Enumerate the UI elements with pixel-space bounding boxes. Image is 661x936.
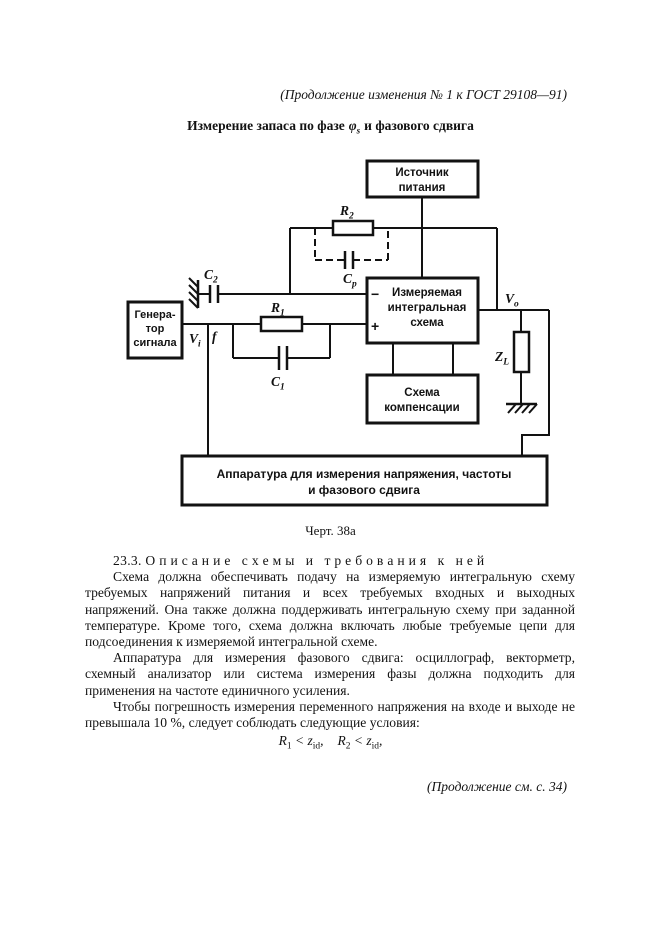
ic-box-label-2: интегральная [388, 302, 467, 314]
chassis-shield-icon [188, 277, 200, 309]
apparatus-box [180, 454, 549, 507]
plus-terminal: + [371, 318, 379, 334]
phi-symbol: φs [348, 118, 361, 136]
ic-box-label-3: схема [410, 317, 444, 329]
label-vo: Vo [505, 291, 519, 310]
power-box-label-2: питания [399, 182, 446, 194]
ic-box-label-1: Измеряемая [392, 287, 462, 299]
capacitor-c1-icon [277, 346, 289, 370]
comp-box-label-1: Схема [404, 387, 440, 399]
gen-box-label-2: тор [146, 323, 165, 335]
resistor-r1-icon [259, 315, 304, 333]
capacitor-cp-icon [343, 251, 355, 269]
power-box-label-1: Источник [395, 167, 449, 179]
page-header: (Продолжение изменения № 1 к ГОСТ 29108—… [280, 87, 567, 102]
load-zl-icon [512, 330, 531, 374]
label-vi: Vi [189, 331, 201, 350]
compensation-box [365, 373, 480, 425]
label-f: f [212, 329, 218, 344]
gen-box-label-3: сигнала [133, 337, 177, 349]
paragraph-2: Аппаратура для измерения фазового сдвига… [85, 650, 575, 698]
apparatus-box-label-1: Аппаратура для измерения напряжения, час… [217, 467, 512, 481]
label-r2: R2 [339, 203, 354, 222]
label-zl: ZL [494, 349, 509, 368]
paragraph-1: Схема должна обеспечивать подачу на изме… [85, 569, 575, 650]
page-footer: (Продолжение см. с. 34) [427, 779, 567, 794]
generator-box [126, 300, 184, 360]
minus-terminal: − [371, 286, 379, 302]
label-c1: C1 [271, 374, 285, 393]
apparatus-box-label-2: и фазового сдвига [308, 483, 420, 497]
power-source-box [365, 159, 480, 199]
gen-box-label-1: Генера- [134, 309, 175, 321]
comp-box-label-2: компенсации [384, 402, 459, 414]
condition-formula: R1 < zid,R2 < zid, [278, 733, 383, 752]
ground-icon [506, 402, 538, 414]
label-r1: R1 [270, 300, 285, 319]
capacitor-c2-icon [208, 285, 220, 303]
cp-dashed-branch [314, 228, 389, 261]
resistor-r2-icon [331, 219, 375, 237]
section-heading: 23.3. О п и с а н и е с х е м ы и т р е … [113, 553, 485, 568]
paragraph-3: Чтобы погрешность измерения переменного … [85, 698, 575, 731]
circuit-diagram: Источник питания Измеряемая интегральная… [126, 159, 550, 507]
body-text: 23.3. О п и с а н и е с х е м ы и т р е … [85, 553, 575, 731]
wires [182, 197, 550, 456]
ic-under-test-box [365, 276, 480, 345]
label-c2: C2 [204, 267, 218, 286]
label-cp: Cp [343, 271, 357, 290]
figure-caption: Черт. 38а [305, 523, 356, 538]
